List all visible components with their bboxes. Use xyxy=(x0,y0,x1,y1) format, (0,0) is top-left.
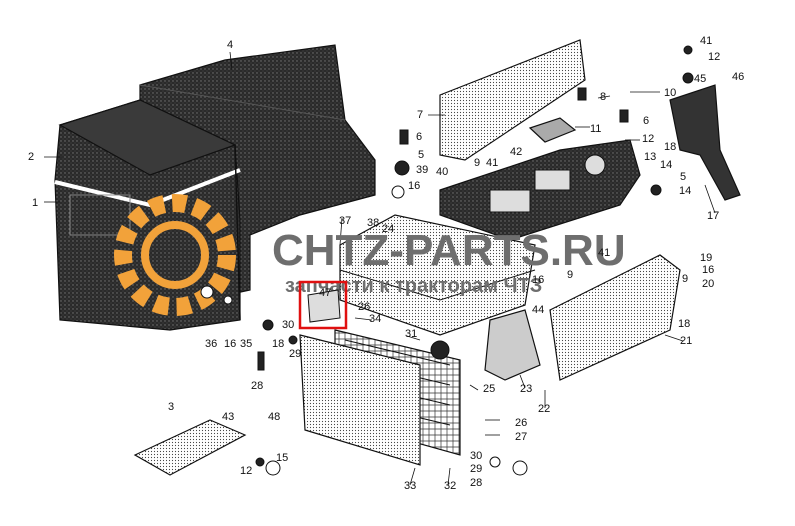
callout-c2: 2 xyxy=(28,151,34,163)
callout-c32: 32 xyxy=(444,480,456,492)
callout-c10: 10 xyxy=(664,87,676,99)
fasteners xyxy=(200,45,694,476)
callout-c1: 1 xyxy=(32,197,38,209)
callout-c8: 8 xyxy=(600,91,606,103)
callout-c42: 42 xyxy=(510,146,522,158)
callout-c29b: 29 xyxy=(470,463,482,475)
callout-c27: 27 xyxy=(515,431,527,443)
gear-icon xyxy=(114,194,236,316)
highlighted-part[interactable]: 47 xyxy=(298,280,348,330)
callout-c17: 17 xyxy=(707,210,719,222)
leader-lines xyxy=(44,51,716,486)
callout-c16a: 16 xyxy=(408,180,420,192)
callout-c16b: 16 xyxy=(224,338,236,350)
watermark-tagline: запчасти к тракторам ЧТЗ xyxy=(285,275,542,297)
bracket-17 xyxy=(669,84,741,201)
callout-c29a: 29 xyxy=(289,348,301,360)
callout-c23: 23 xyxy=(520,383,532,395)
callout-c30a: 30 xyxy=(282,319,294,331)
callout-c9b: 9 xyxy=(567,269,573,281)
callout-c6b: 6 xyxy=(643,115,649,127)
callout-c34: 34 xyxy=(369,313,381,325)
callout-c9c: 9 xyxy=(682,273,688,285)
callout-c48: 48 xyxy=(268,411,280,423)
callout-c31: 31 xyxy=(405,328,417,340)
callout-c13: 13 xyxy=(644,151,656,163)
callout-c40: 40 xyxy=(436,166,448,178)
callout-c16c: 16 xyxy=(532,274,544,286)
callout-c41a: 41 xyxy=(486,157,498,169)
callout-c26a: 26 xyxy=(358,301,370,313)
callout-c14a: 14 xyxy=(660,159,672,171)
right-side-panel xyxy=(549,254,681,381)
top-hood-panel xyxy=(439,139,641,241)
side-cover-panel xyxy=(439,39,586,161)
callout-c19: 19 xyxy=(700,252,712,264)
callout-c41b: 41 xyxy=(700,35,712,47)
callout-c18a: 18 xyxy=(272,338,284,350)
callout-c37: 37 xyxy=(339,215,351,227)
callout-c5a: 5 xyxy=(418,149,424,161)
callout-c41c: 41 xyxy=(598,247,610,259)
callout-c39: 39 xyxy=(416,164,428,176)
callout-c5b: 5 xyxy=(680,171,686,183)
callout-c46: 46 xyxy=(732,71,744,83)
callout-c15: 15 xyxy=(276,452,288,464)
callout-c12b: 12 xyxy=(708,51,720,63)
callout-c26b: 26 xyxy=(515,417,527,429)
callout-c14b: 14 xyxy=(679,185,691,197)
callout-c12c: 12 xyxy=(240,465,252,477)
highlight-label: 47 xyxy=(319,287,331,299)
watermark-brand: CHTZ-PARTS.RU xyxy=(272,226,626,275)
callout-c33: 33 xyxy=(404,480,416,492)
callout-c18c: 18 xyxy=(678,318,690,330)
callout-c30b: 30 xyxy=(470,450,482,462)
radiator-screen xyxy=(299,334,421,466)
support-bracket xyxy=(484,309,541,381)
callout-c22: 22 xyxy=(538,403,550,415)
callout-c38: 38 xyxy=(367,217,379,229)
callout-c12a: 12 xyxy=(642,133,654,145)
callout-c24: 24 xyxy=(382,223,394,235)
callout-c25: 25 xyxy=(483,383,495,395)
callout-c9a: 9 xyxy=(474,157,480,169)
radiator-top-tank xyxy=(339,214,536,336)
callout-c35: 35 xyxy=(240,338,252,350)
callout-c45: 45 xyxy=(694,73,706,85)
callout-c36: 36 xyxy=(205,338,217,350)
callout-c44: 44 xyxy=(532,304,544,316)
watermark: CHTZ-PARTS.RU запчасти к тракторам ЧТЗ xyxy=(114,194,626,316)
callout-c6a: 6 xyxy=(416,131,422,143)
small-cover-plate xyxy=(528,117,577,143)
callout-c21: 21 xyxy=(680,335,692,347)
callout-c3: 3 xyxy=(168,401,174,413)
callout-c28b: 28 xyxy=(470,477,482,489)
base-plate xyxy=(133,419,247,476)
callout-c4: 4 xyxy=(227,39,233,51)
callout-c20: 20 xyxy=(702,278,714,290)
callout-c28a: 28 xyxy=(251,380,263,392)
callout-c43: 43 xyxy=(222,411,234,423)
callout-c16d: 16 xyxy=(702,264,714,276)
callout-c18b: 18 xyxy=(664,141,676,153)
callout-c7: 7 xyxy=(417,109,423,121)
callout-c11: 11 xyxy=(590,123,601,135)
